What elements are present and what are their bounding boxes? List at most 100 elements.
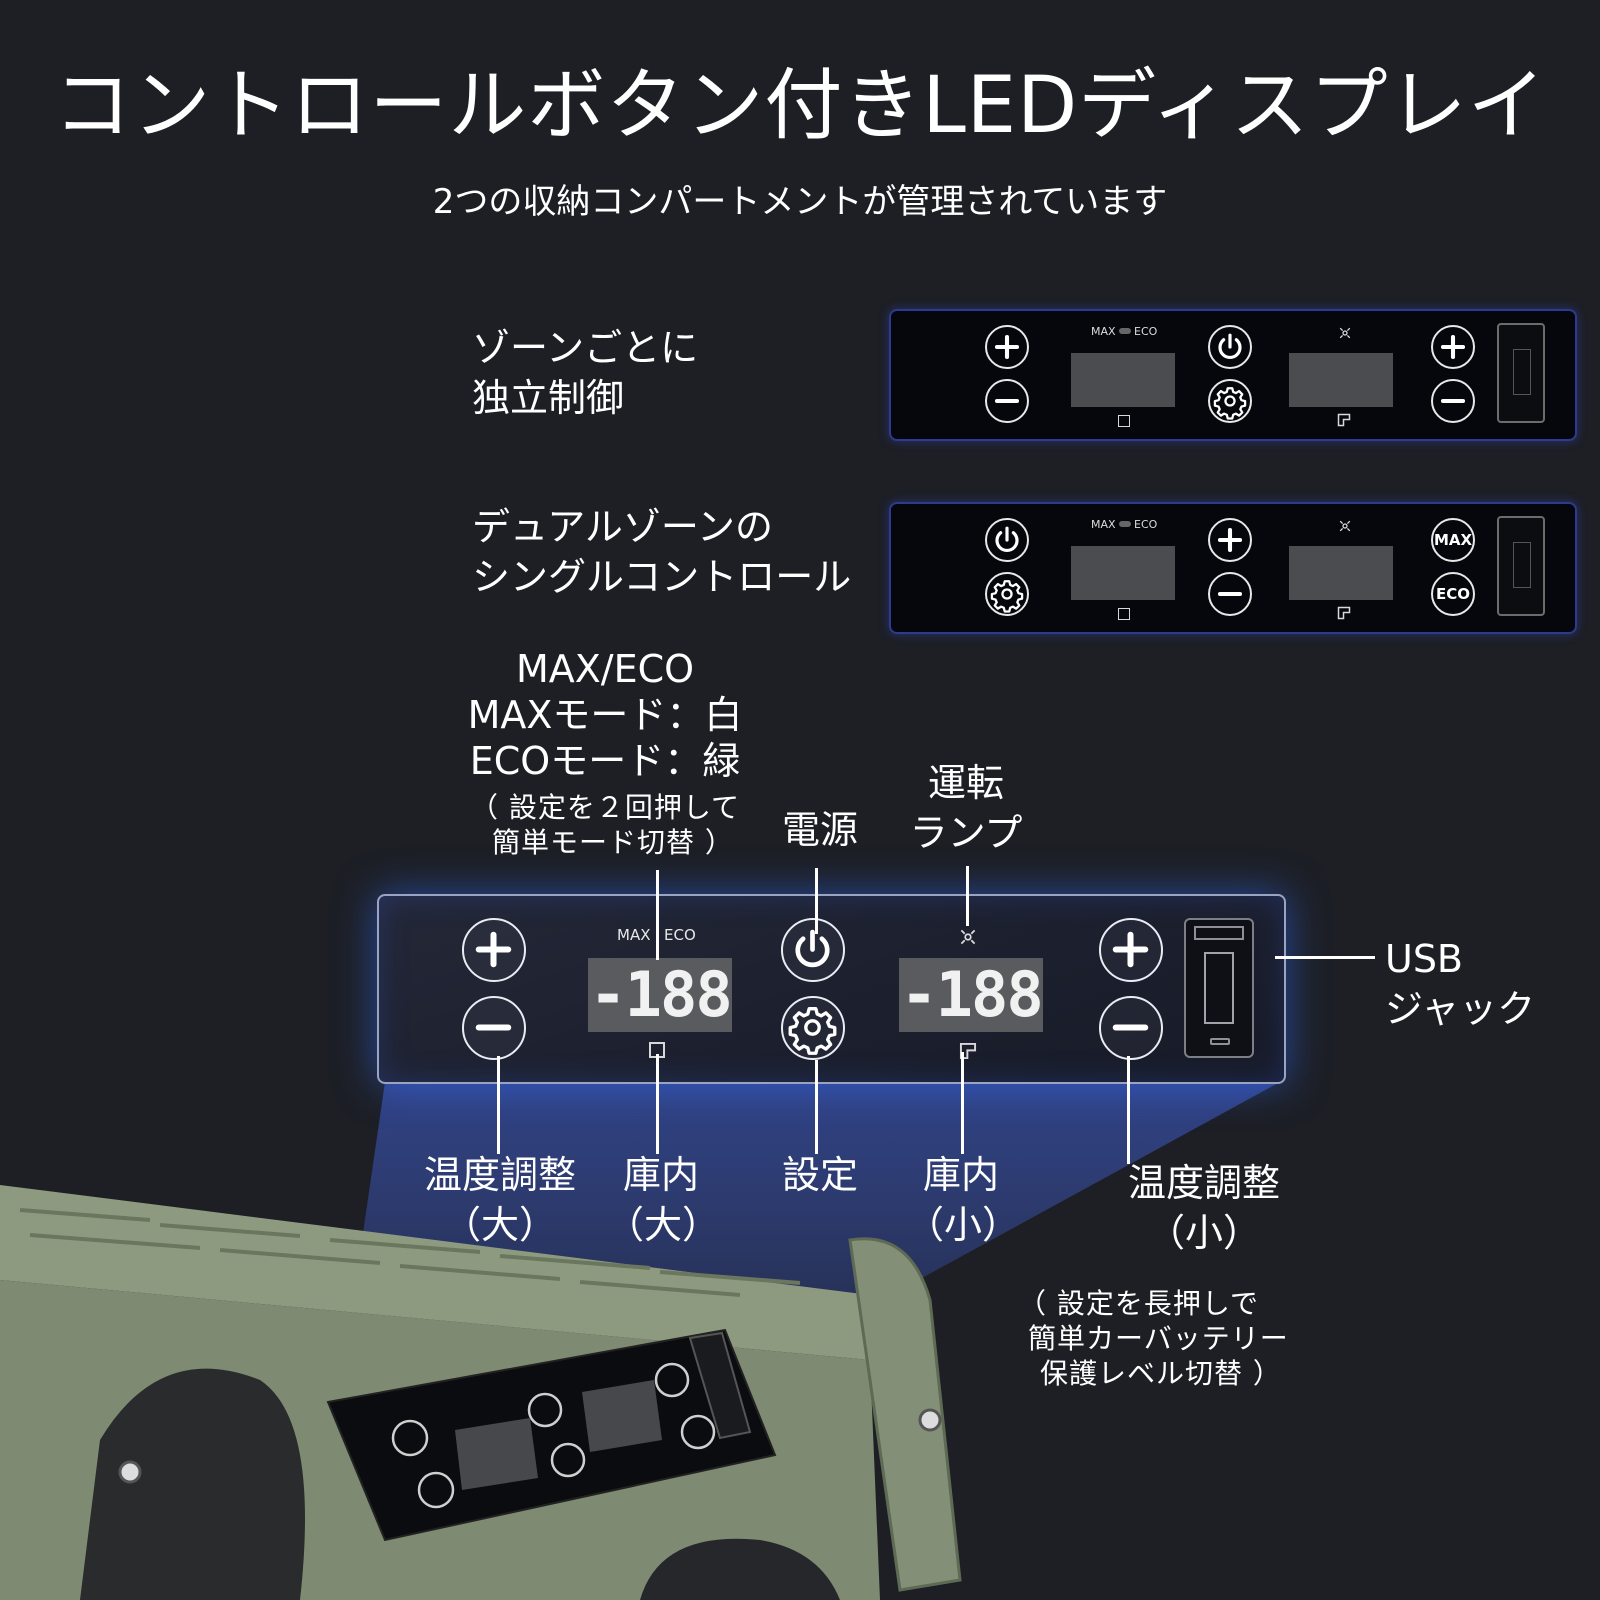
usb-cover <box>1194 926 1244 940</box>
usb-port[interactable] <box>1497 323 1545 423</box>
large-compartment-icon <box>1118 415 1130 427</box>
inside-large-line1: 庫内 <box>622 1153 699 1197</box>
fridge-panel-usb <box>688 1331 752 1440</box>
leader-inside-small <box>961 1052 964 1154</box>
fridge-panel <box>326 1328 777 1542</box>
leader-temp-large <box>497 1056 500 1154</box>
power-button[interactable] <box>1208 325 1252 369</box>
small-compartment-display: -188 <box>899 958 1044 1032</box>
max-button[interactable]: MAX <box>1431 518 1475 562</box>
usb-jack[interactable] <box>1184 918 1254 1058</box>
plus-icon <box>987 327 1027 367</box>
temp-large-line2: （大） <box>442 1203 557 1247</box>
eco-button[interactable]: ECO <box>1431 572 1475 616</box>
row2-label-line1: デュアルゾーンの <box>472 505 773 549</box>
max-indicator-label: MAX <box>1091 325 1116 338</box>
settings-callout: 設定 <box>782 1153 859 1197</box>
temp-large-line1: 温度調整 <box>423 1153 576 1197</box>
power-button[interactable] <box>985 518 1029 562</box>
row1-label-line1: ゾーンごとに <box>472 326 699 370</box>
usb-slot <box>1204 952 1234 1024</box>
leader-maxeco <box>656 870 659 960</box>
row2-label: デュアルゾーンの シングルコントロール <box>472 502 851 602</box>
minus-button[interactable] <box>985 379 1029 423</box>
led-control-panel: MAX ECO -188 -188 <box>377 894 1286 1084</box>
max-indicator-label: MAX <box>617 926 651 944</box>
fridge-panel-display-left <box>455 1418 538 1490</box>
minus-icon <box>464 998 523 1057</box>
power-icon <box>1210 327 1250 367</box>
plus-icon <box>1101 920 1160 979</box>
usb-callout-line1: USB <box>1385 937 1464 981</box>
minus-button-right[interactable] <box>1431 379 1475 423</box>
maxeco-note: （ 設定を２回押して 簡単モード切替 ） <box>470 790 740 860</box>
eco-indicator-label: ECO <box>664 926 696 944</box>
plus-icon <box>1210 520 1250 560</box>
fridge-panel-display-right <box>582 1380 662 1452</box>
mode-led <box>1119 521 1131 527</box>
small-compartment-icon <box>1337 606 1351 620</box>
lid-vents <box>19 1208 801 1297</box>
leader-run-lamp <box>966 866 969 926</box>
plus-button[interactable] <box>985 325 1029 369</box>
temp-small-plus-button[interactable] <box>1099 918 1163 982</box>
page-title: コントロールボタン付きLEDディスプレイ <box>53 61 1547 151</box>
temp-small-minus-button[interactable] <box>1099 996 1163 1060</box>
fan-icon <box>1337 325 1353 341</box>
row1-label-line2: 独立制御 <box>472 376 625 420</box>
fridge-vent <box>640 1538 840 1600</box>
leader-usb <box>1275 956 1375 959</box>
gear-icon <box>987 574 1027 614</box>
independent-control-panel: MAX ECO <box>889 309 1577 441</box>
plus-button[interactable] <box>1208 518 1252 562</box>
plus-icon <box>1433 327 1473 367</box>
minus-icon <box>1210 574 1250 614</box>
max-mode-label: MAXモード：白 <box>467 693 743 737</box>
inside-large-line2: （大） <box>606 1203 721 1247</box>
temp-large-plus-button[interactable] <box>462 918 526 982</box>
power-icon <box>987 520 1027 560</box>
usb-callout-line2: ジャック <box>1385 987 1536 1031</box>
temp-small-callout: 温度調整 （小） <box>1124 1158 1284 1258</box>
max-indicator-label: MAX <box>1091 518 1116 531</box>
settings-button[interactable] <box>985 572 1029 616</box>
power-button[interactable] <box>781 918 845 982</box>
battery-note-line2: 簡単カーバッテリー <box>1028 1322 1289 1355</box>
leader-settings <box>815 1060 818 1154</box>
temp-large-minus-button[interactable] <box>462 996 526 1060</box>
fridge-illustration <box>0 1082 1280 1600</box>
minus-icon <box>987 381 1027 421</box>
small-compartment-icon <box>1337 413 1351 427</box>
settings-button[interactable] <box>781 996 845 1060</box>
usb-port[interactable] <box>1497 516 1545 616</box>
fan-icon <box>1337 518 1353 534</box>
run-lamp-callout: 運転 ランプ <box>905 758 1027 858</box>
single-control-panel: MAX ECO MAX ECO <box>889 502 1577 634</box>
battery-note-line3: 保護レベル切替 ） <box>1040 1357 1282 1390</box>
leader-temp-small <box>1127 1056 1130 1164</box>
row2-label-line2: シングルコントロール <box>472 555 852 599</box>
settings-button[interactable] <box>1208 379 1252 423</box>
inside-small-line2: （小） <box>906 1203 1021 1247</box>
temp-small-line2: （小） <box>1146 1211 1261 1255</box>
mode-led <box>1119 328 1131 334</box>
fridge-bumper <box>80 1368 305 1600</box>
minus-button[interactable] <box>1208 572 1252 616</box>
power-icon <box>783 920 842 979</box>
run-lamp-icon <box>957 926 979 948</box>
maxeco-title: MAX/ECO <box>515 647 695 691</box>
run-lamp-line1: 運転 <box>927 761 1004 805</box>
gear-icon <box>1210 381 1250 421</box>
temp-small-line1: 温度調整 <box>1127 1161 1280 1205</box>
run-lamp-line2: ランプ <box>909 811 1023 855</box>
plus-button-right[interactable] <box>1431 325 1475 369</box>
right-display <box>1289 546 1393 600</box>
fridge-handle <box>848 1237 962 1592</box>
left-display <box>1071 353 1175 407</box>
left-display <box>1071 546 1175 600</box>
gear-icon <box>783 998 842 1057</box>
power-callout: 電源 <box>782 808 859 852</box>
eco-mode-label: ECOモード：緑 <box>469 739 741 783</box>
minus-icon <box>1101 998 1160 1057</box>
usb-callout: USB ジャック <box>1385 934 1535 1034</box>
